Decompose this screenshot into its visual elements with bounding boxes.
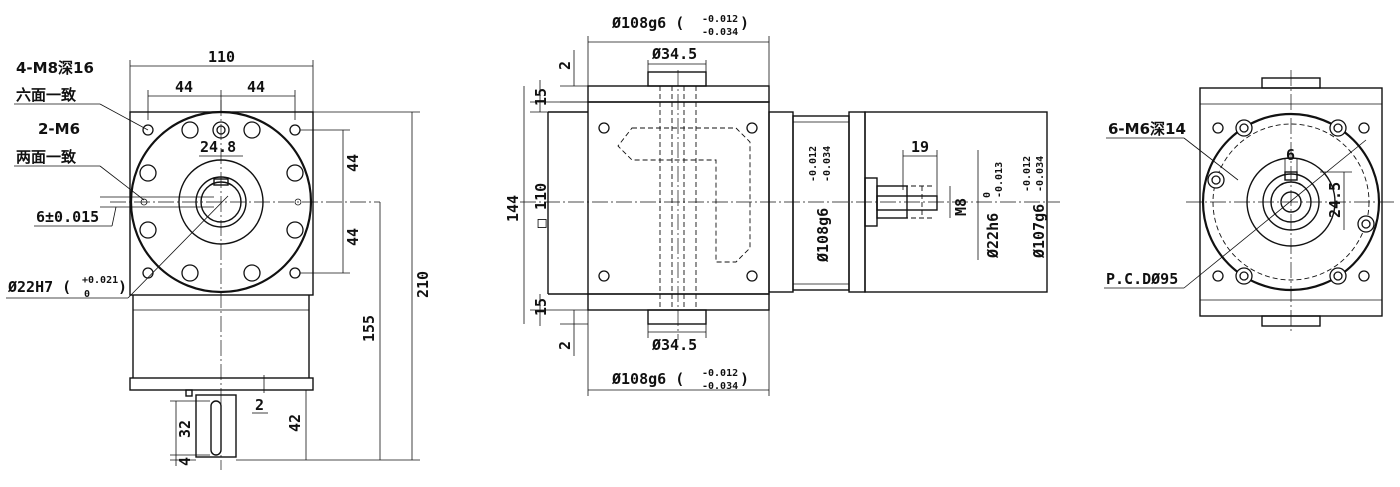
- dim-height-144: 144: [504, 195, 522, 222]
- dim-shaft-22: Ø22h6: [984, 213, 1002, 259]
- dim-side-tol-upper: -0.012: [808, 146, 819, 182]
- dim-shaft-tol-lower: -0.013: [994, 162, 1005, 198]
- left-view: 110 44 44: [6, 48, 432, 470]
- note-right-thread: 6-M6深14: [1108, 120, 1186, 138]
- dim-top-2: 2: [556, 61, 574, 70]
- dim-key-4: 4: [176, 457, 194, 466]
- dim-vert-44-b: 44: [344, 228, 362, 246]
- dim-top-bore: Ø34.5: [651, 45, 697, 63]
- dim-side-tol-lower: -0.034: [822, 146, 833, 182]
- dim-key-32: 32: [176, 420, 194, 438]
- dim-gap-2: 2: [255, 396, 264, 414]
- dim-width-110: 110: [208, 48, 235, 66]
- dim-top-tol-lower: -0.034: [702, 27, 738, 38]
- dim-bottom-tol-lower: -0.034: [702, 381, 738, 392]
- dim-44-a: 44: [175, 78, 193, 96]
- dim-flange-tol-upper: -0.012: [1022, 156, 1033, 192]
- note-thread-2: 2-M6: [38, 120, 80, 138]
- dim-vert-44-a: 44: [344, 154, 362, 172]
- right-view: 6-M6深14 6 24.5 P.C.DØ95: [1104, 70, 1396, 334]
- dim-19: 19: [911, 138, 929, 156]
- dim-bottom-tol-upper: -0.012: [702, 368, 738, 379]
- note-right-pcd: P.C.DØ95: [1106, 270, 1178, 288]
- note-thread-1: 4-M8深16: [16, 59, 94, 77]
- dim-top-flange: Ø108g6 (: [611, 14, 684, 32]
- dim-height-155: 155: [360, 315, 378, 342]
- center-view: Ø108g6 ( -0.012 -0.034 ) Ø34.5 2 15: [504, 14, 1060, 396]
- dim-shaft-42: 42: [286, 414, 304, 432]
- dim-bottom-2: 2: [556, 341, 574, 350]
- dim-key-width: 6±0.015: [36, 208, 99, 226]
- dim-bottom-close: ): [740, 370, 749, 388]
- dim-right-key-6: 6: [1286, 146, 1295, 164]
- dim-bottom-flange: Ø108g6 (: [611, 370, 684, 388]
- dim-bore-tol-lower: 0: [84, 289, 90, 300]
- dim-flange-107: Ø107g6: [1030, 204, 1048, 259]
- note-faces-1: 六面一致: [16, 86, 77, 104]
- dim-top-tol-upper: -0.012: [702, 14, 738, 25]
- dim-bottom-15: 15: [532, 298, 550, 316]
- dim-shaft-tol-upper: 0: [982, 192, 993, 198]
- dim-thread-m8: M8: [952, 198, 970, 216]
- dim-top-15: 15: [532, 88, 550, 106]
- dim-height-210: 210: [414, 271, 432, 298]
- dim-44-b: 44: [247, 78, 265, 96]
- dim-right-24-5: 24.5: [1326, 182, 1344, 218]
- dim-side-flange: Ø108g6: [814, 208, 832, 263]
- dim-top-close: ): [740, 14, 749, 32]
- dim-flange-tol-lower: -0.034: [1035, 156, 1046, 192]
- dim-square-110: □ 110: [532, 183, 550, 228]
- note-faces-2: 两面一致: [16, 148, 77, 166]
- dim-bore-tol-upper: +0.021: [82, 275, 118, 286]
- dim-bore-close: ): [118, 278, 127, 296]
- dim-bottom-bore: Ø34.5: [651, 336, 697, 354]
- dim-bore-key: 24.8: [200, 138, 236, 156]
- dim-bore-main: Ø22H7 (: [7, 278, 71, 296]
